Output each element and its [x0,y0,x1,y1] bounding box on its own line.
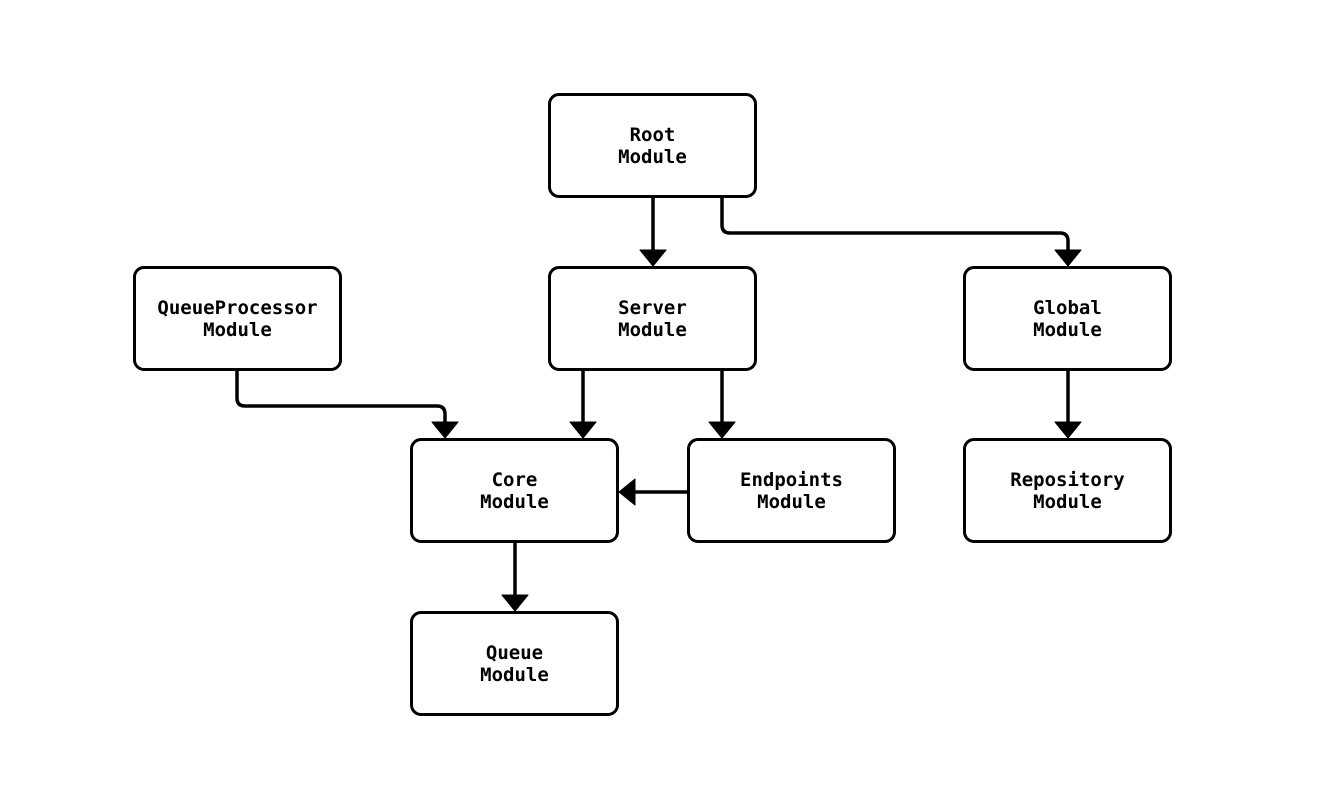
node-endpoints-module: Endpoints Module [687,438,896,543]
arrowhead-down-icon [569,421,597,439]
edge-global-repository [1054,371,1082,439]
node-label: Repository Module [1010,468,1125,513]
arrowhead-left-icon [618,478,636,506]
arrowhead-down-icon [708,421,736,439]
arrowhead-down-icon [501,594,529,612]
edge-root-server [639,198,667,267]
node-server-module: Server Module [548,266,757,371]
edge-server-core [569,371,597,439]
arrowhead-down-icon [431,421,459,439]
edge-endpoints-core [618,478,687,506]
node-label: Core Module [480,468,549,513]
node-queue-processor-module: QueueProcessor Module [133,266,342,371]
node-label: Queue Module [480,641,549,686]
node-label: Root Module [618,123,687,168]
arrowhead-down-icon [1054,249,1082,267]
node-label: Server Module [618,296,687,341]
edge-core-queue [501,543,529,612]
node-label: QueueProcessor Module [157,296,318,341]
arrowhead-down-icon [1054,421,1082,439]
edge-queue-processor-core [235,371,459,439]
arrowhead-down-icon [639,249,667,267]
node-queue-module: Queue Module [410,611,619,716]
node-root-module: Root Module [548,93,757,198]
edge-root-global [720,198,1082,267]
edge-server-endpoints [708,371,736,439]
node-core-module: Core Module [410,438,619,543]
node-label: Global Module [1033,296,1102,341]
node-global-module: Global Module [963,266,1172,371]
node-label: Endpoints Module [740,468,843,513]
node-repository-module: Repository Module [963,438,1172,543]
